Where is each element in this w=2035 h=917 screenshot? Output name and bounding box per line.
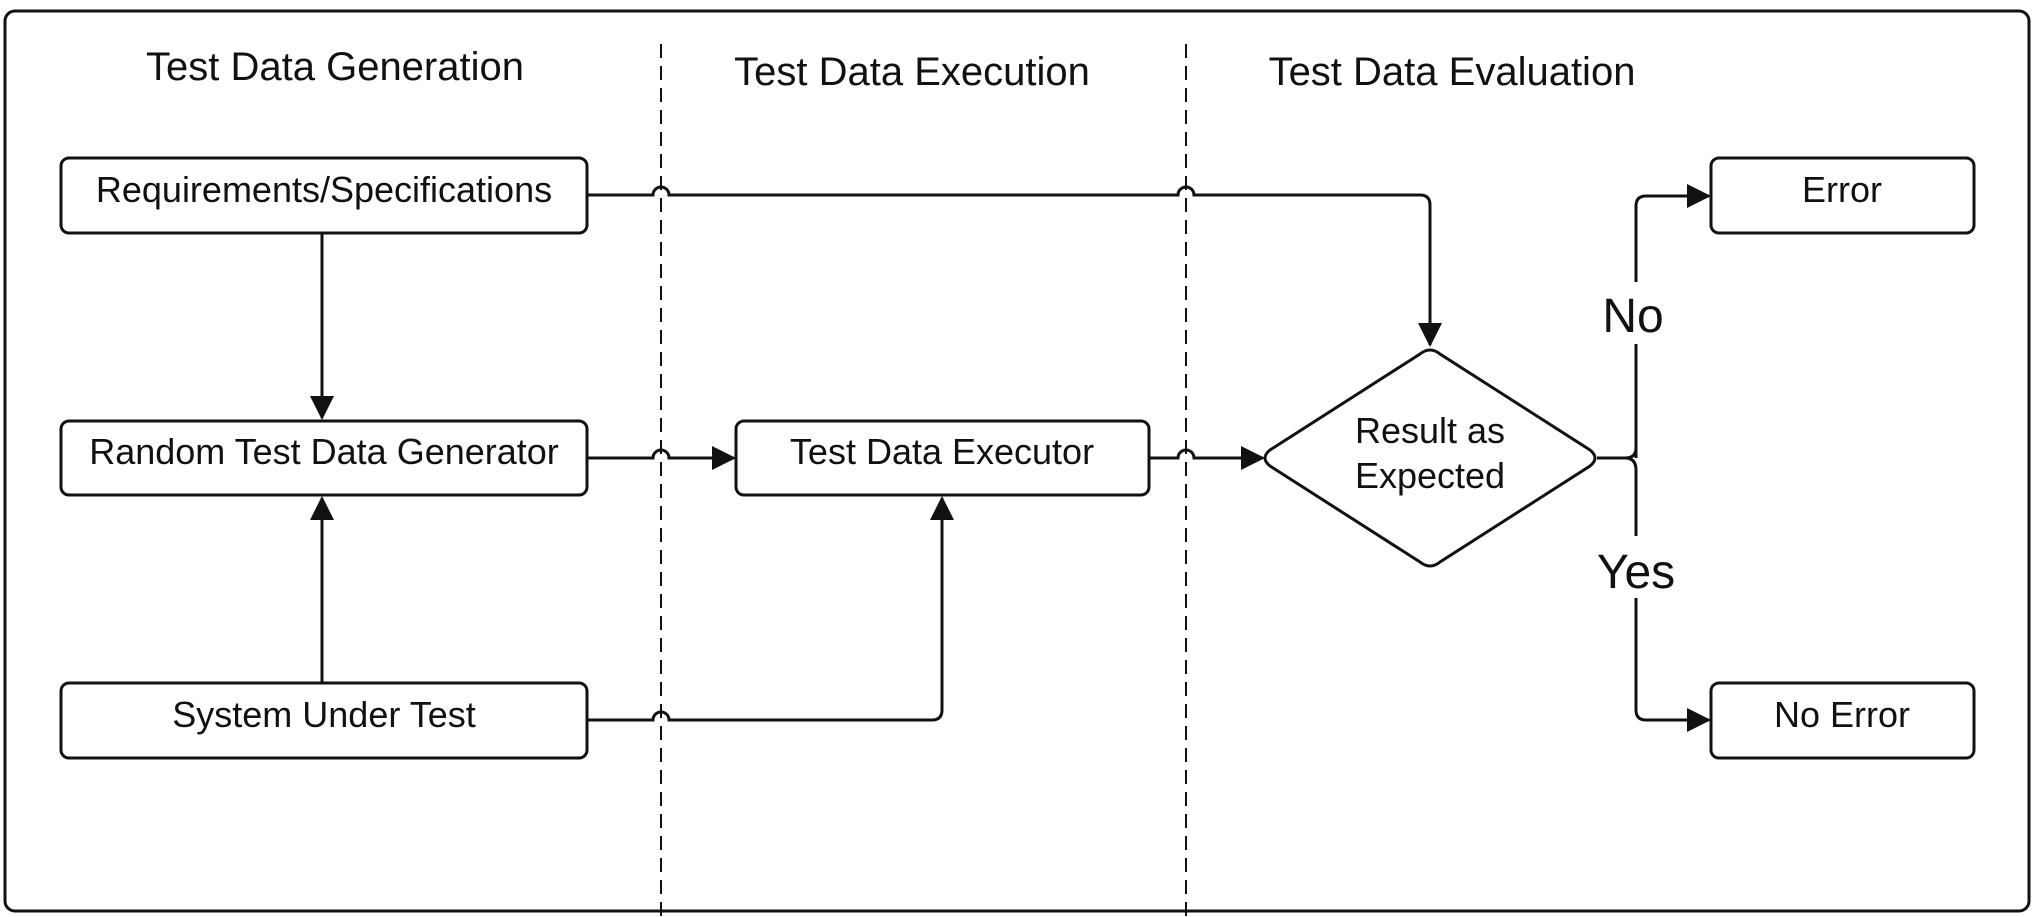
connector-system-to-executor bbox=[587, 496, 954, 722]
node-no-error bbox=[1709, 681, 1976, 760]
branch-label-yes: Yes bbox=[1597, 546, 1675, 599]
node-system-under-test bbox=[59, 681, 589, 760]
connector-decision-to-no-error bbox=[1624, 456, 1711, 732]
node-decision-label-line2: Expected bbox=[1355, 455, 1505, 496]
node-no-error-label: No Error bbox=[1774, 694, 1910, 735]
node-generator-label: Random Test Data Generator bbox=[89, 431, 559, 472]
connector-executor-to-decision bbox=[1149, 446, 1265, 470]
connector-decision-to-error bbox=[1634, 184, 1711, 458]
node-system-under-test-label: System Under Test bbox=[172, 694, 475, 735]
connector-generator-to-executor bbox=[587, 446, 736, 470]
node-error-label: Error bbox=[1802, 169, 1882, 210]
node-requirements bbox=[59, 156, 589, 235]
branch-label-yes-bg bbox=[1594, 536, 1678, 598]
node-executor bbox=[734, 419, 1151, 497]
node-executor-label: Test Data Executor bbox=[790, 431, 1094, 472]
lane-title-generation: Test Data Generation bbox=[146, 45, 524, 89]
branch-label-no: No bbox=[1602, 290, 1663, 343]
lane-title-execution: Test Data Execution bbox=[734, 50, 1090, 94]
connector-requirements-to-decision bbox=[587, 185, 1442, 347]
branch-label-no-bg bbox=[1598, 282, 1674, 344]
lane-title-evaluation: Test Data Evaluation bbox=[1269, 50, 1636, 94]
node-error bbox=[1709, 156, 1976, 235]
node-generator bbox=[59, 419, 589, 497]
node-requirements-label: Requirements/Specifications bbox=[96, 169, 552, 210]
node-decision bbox=[1263, 348, 1597, 568]
node-decision-label-line1: Result as bbox=[1355, 410, 1505, 451]
